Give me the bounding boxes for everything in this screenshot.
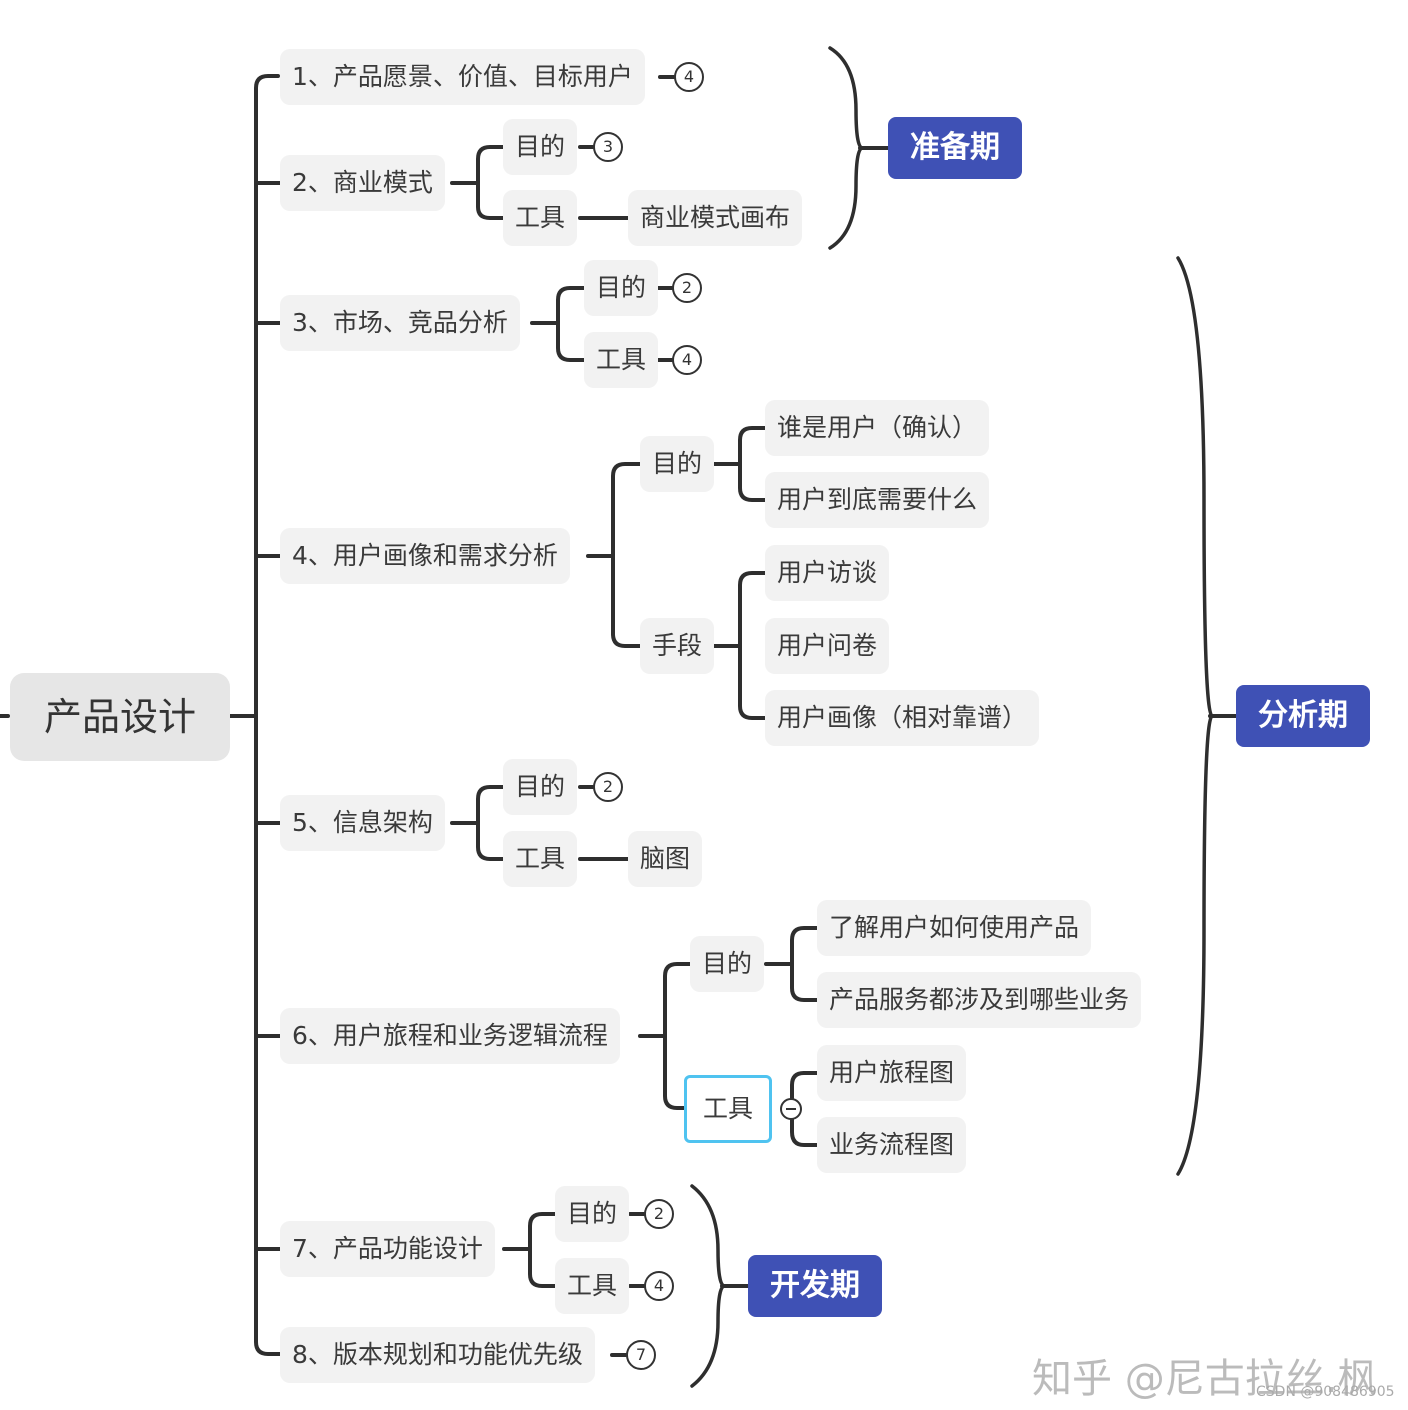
zhihu-watermark: 知乎 @尼古拉丝.枫	[1032, 1356, 1378, 1402]
node-4-goal[interactable]: 目的	[640, 436, 715, 492]
node-6-goal[interactable]: 目的	[690, 936, 765, 992]
count-badge-n2-goal: 3	[593, 132, 623, 162]
node-4-means-leaf-3[interactable]: 用户画像（相对靠谱）	[765, 690, 1040, 746]
node-2-business-model[interactable]: 2、商业模式	[280, 155, 445, 211]
node-6-goal-leaf-2[interactable]: 产品服务都涉及到哪些业务	[817, 972, 1142, 1028]
phase-prep-label[interactable]: 准备期	[888, 117, 1022, 179]
node-3-market[interactable]: 3、市场、竞品分析	[280, 295, 520, 351]
node-4-means-leaf-2[interactable]: 用户问卷	[765, 618, 890, 674]
node-5-tool-leaf[interactable]: 脑图	[628, 831, 703, 887]
count-badge-n5-goal: 2	[593, 772, 623, 802]
node-4-persona[interactable]: 4、用户画像和需求分析	[280, 528, 570, 584]
csdn-watermark: CSDN @908486905	[1256, 1384, 1395, 1400]
count-badge-n3-goal: 2	[672, 273, 702, 303]
node-3-goal[interactable]: 目的	[584, 260, 659, 316]
node-2-tool[interactable]: 工具	[503, 190, 578, 246]
node-7-tool[interactable]: 工具	[555, 1258, 630, 1314]
phase-dev-label[interactable]: 开发期	[748, 1255, 882, 1317]
node-6-journey[interactable]: 6、用户旅程和业务逻辑流程	[280, 1008, 620, 1064]
node-5-goal[interactable]: 目的	[503, 759, 578, 815]
count-badge-n8: 7	[626, 1340, 656, 1370]
node-6-goal-leaf-1[interactable]: 了解用户如何使用产品	[817, 900, 1092, 956]
phase-analysis-label[interactable]: 分析期	[1236, 685, 1370, 747]
collapse-toggle-icon[interactable]	[780, 1098, 802, 1120]
node-2-tool-leaf[interactable]: 商业模式画布	[628, 190, 803, 246]
node-7-goal[interactable]: 目的	[555, 1186, 630, 1242]
node-1-vision[interactable]: 1、产品愿景、价值、目标用户	[280, 49, 645, 105]
node-4-goal-leaf-2[interactable]: 用户到底需要什么	[765, 472, 990, 528]
node-4-means[interactable]: 手段	[640, 618, 715, 674]
node-6-tool-leaf-2[interactable]: 业务流程图	[817, 1117, 967, 1173]
count-badge-n7-goal: 2	[644, 1199, 674, 1229]
root-node[interactable]: 产品设计	[10, 673, 231, 761]
node-5-info-arch[interactable]: 5、信息架构	[280, 795, 445, 851]
node-5-tool[interactable]: 工具	[503, 831, 578, 887]
count-badge-n3-tool: 4	[672, 345, 702, 375]
node-8-roadmap[interactable]: 8、版本规划和功能优先级	[280, 1327, 595, 1383]
node-2-goal[interactable]: 目的	[503, 119, 578, 175]
node-6-tool-leaf-1[interactable]: 用户旅程图	[817, 1045, 967, 1101]
node-4-means-leaf-1[interactable]: 用户访谈	[765, 545, 890, 601]
count-badge-n1: 4	[674, 62, 704, 92]
node-4-goal-leaf-1[interactable]: 谁是用户（确认）	[765, 400, 990, 456]
node-7-feature[interactable]: 7、产品功能设计	[280, 1221, 495, 1277]
node-6-tool-selected[interactable]: 工具	[684, 1075, 773, 1143]
count-badge-n7-tool: 4	[644, 1271, 674, 1301]
node-3-tool[interactable]: 工具	[584, 332, 659, 388]
